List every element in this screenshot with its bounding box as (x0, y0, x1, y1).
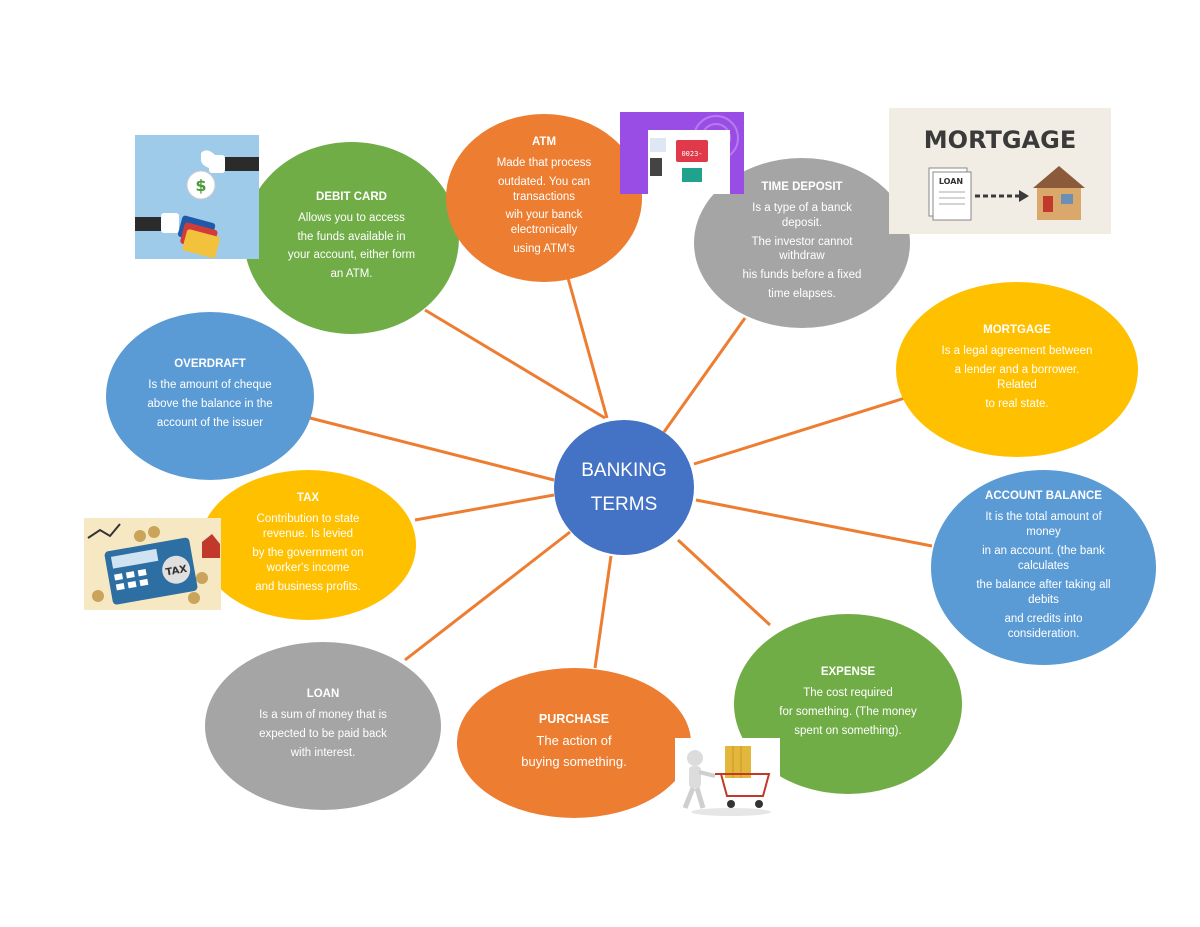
shopping-cart-image (675, 738, 780, 818)
node-text: using ATM's (513, 243, 575, 256)
atm-screen-text: 0023- (681, 150, 702, 158)
node-text: an ATM. (330, 268, 373, 281)
node-text: outdated. You can transactions (497, 175, 591, 203)
node-title: OVERDRAFT (174, 358, 246, 371)
connector-atm (566, 277, 609, 419)
connector-expense (676, 538, 772, 627)
node-text: with interest. (290, 746, 356, 759)
atm-image: 0023- (620, 112, 744, 194)
node-text: and business profits. (255, 580, 361, 593)
node-text: for something. (The money (779, 706, 917, 718)
loan-doc-label: LOAN (939, 177, 963, 186)
person-icon (682, 750, 716, 809)
node-text: the balance after taking all debits (976, 578, 1111, 606)
center-title-line2: TERMS (590, 493, 658, 515)
node-text: The action of (536, 733, 612, 749)
node-title: DEBIT CARD (316, 190, 387, 203)
node-title: TIME DEPOSIT (761, 180, 843, 193)
calculator-icon: TAX (104, 537, 198, 605)
node-text: Is a legal agreement between (941, 345, 1093, 358)
debit-card-image: $ (135, 135, 259, 259)
cart-icon (715, 746, 771, 808)
mortgage-image: MORTGAGE LOAN (889, 108, 1111, 234)
node-title: EXPENSE (820, 666, 876, 679)
credit-cards-icon (177, 215, 220, 259)
connector-tax (414, 493, 555, 522)
node-mortgage: MORTGAGE Is a legal agreement between a … (896, 282, 1138, 457)
node-account-balance: ACCOUNT BALANCE It is the total amount o… (931, 470, 1156, 665)
node-title: LOAN (306, 688, 340, 701)
node-text: Contribution to state revenue. Is levied (256, 513, 360, 541)
svg-text:$: $ (195, 176, 206, 195)
node-title: PURCHASE (538, 711, 610, 726)
node-text: Is a sum of money that is (259, 709, 387, 722)
node-text: by the government on worker's income (252, 547, 364, 574)
connector-overdraft (309, 416, 555, 482)
center-node: BANKING TERMS (554, 420, 694, 555)
node-purchase: PURCHASE The action of buying something. (457, 668, 691, 818)
connector-loan (404, 530, 571, 662)
connector-account-balance (695, 498, 933, 548)
node-title: MORTGAGE (983, 324, 1051, 337)
node-text: to real state. (985, 397, 1049, 410)
money-bag-icon (186, 170, 216, 200)
node-debit-card: DEBIT CARD Allows you to access the fund… (244, 142, 459, 334)
node-text: the funds available in (297, 230, 406, 243)
node-text: The cost required (803, 687, 893, 700)
node-text: Made that process (496, 156, 592, 169)
node-text: and credits into consideration. (1004, 612, 1083, 640)
connector-purchase (593, 555, 613, 669)
node-text: It is the total amount of money (985, 511, 1102, 539)
mortgage-word: MORTGAGE (924, 126, 1076, 154)
node-text: in an account. (the bank calculates (982, 545, 1105, 573)
node-loan: LOAN Is a sum of money that is expected … (205, 642, 441, 810)
tax-image: TAX (84, 518, 221, 610)
node-text: The investor cannot withdraw (751, 235, 853, 263)
node-text: wih your banck electronically (505, 209, 583, 237)
node-text: a lender and a borrower. Related (954, 364, 1080, 391)
node-text: Is a type of a banck deposit. (752, 201, 852, 229)
connector-time-deposit (662, 317, 747, 433)
node-atm: ATM Made that process outdated. You can … (446, 114, 642, 282)
center-title-line1: BANKING (581, 460, 667, 482)
node-title: ATM (531, 135, 557, 148)
node-overdraft: OVERDRAFT Is the amount of cheque above … (106, 312, 314, 480)
node-tax: TAX Contribution to state revenue. Is le… (200, 470, 416, 620)
node-title: ACCOUNT BALANCE (985, 490, 1102, 503)
node-text: Is the amount of cheque (148, 379, 272, 392)
node-text: your account, either form (287, 249, 416, 262)
house-icon (1033, 166, 1085, 220)
node-text: account of the issuer (156, 416, 264, 429)
node-text: above the balance in the (147, 398, 273, 410)
connector-debit-card (424, 308, 606, 420)
node-text: buying something. (521, 754, 627, 770)
node-text: Allows you to access (298, 211, 405, 224)
loan-document-icon: LOAN (928, 167, 972, 221)
node-title: TAX (296, 492, 320, 505)
node-text: spent on something). (794, 724, 902, 737)
node-text: expected to be paid back (259, 728, 387, 740)
node-text: his funds before a fixed (742, 269, 862, 282)
tax-label: TAX (165, 564, 188, 579)
node-text: time elapses. (768, 288, 836, 301)
connector-mortgage (693, 396, 906, 466)
